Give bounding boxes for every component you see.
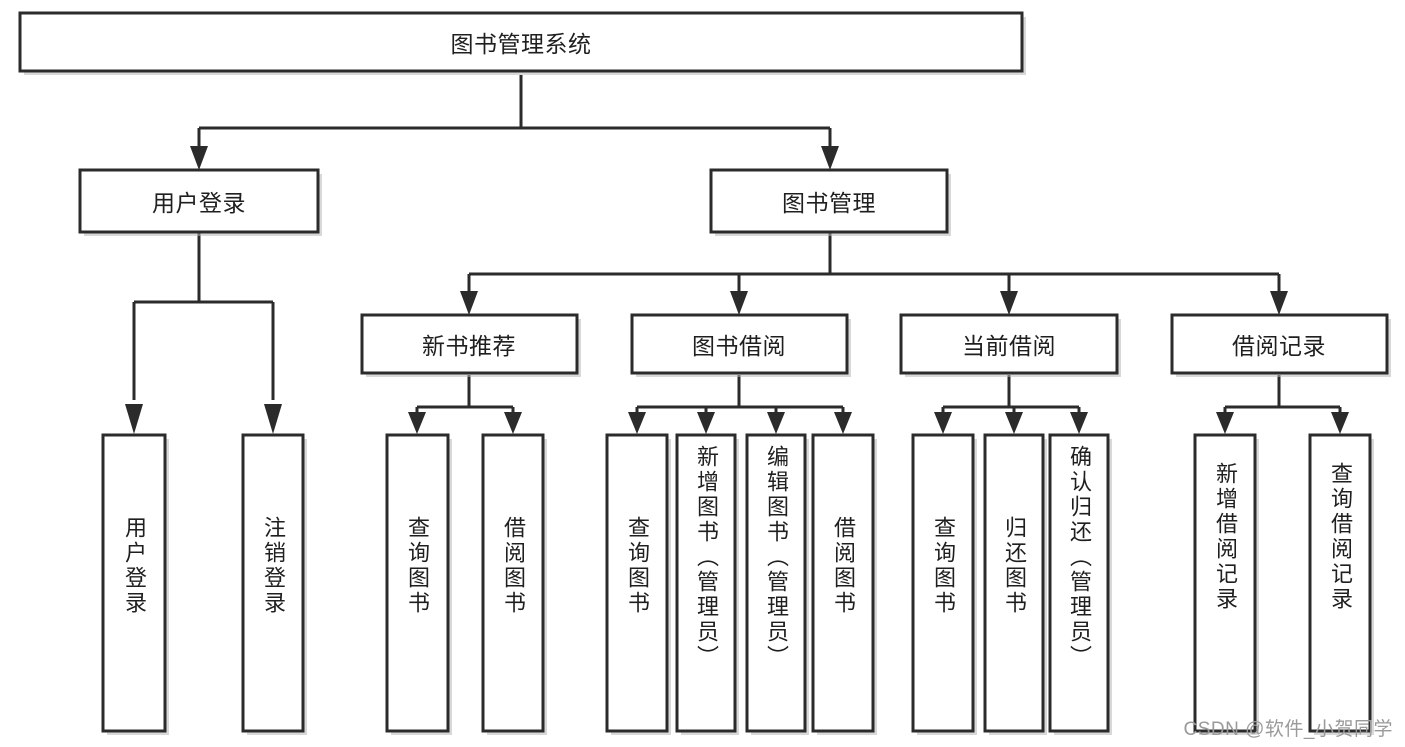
arrow-record-leaf-2 — [1331, 412, 1349, 434]
node-box-current-borrow[interactable] — [899, 313, 1119, 375]
node-box-leaf-query-book-1[interactable] — [385, 433, 450, 733]
arrow-new-book-leaf-2 — [504, 412, 522, 434]
node-box-leaf-confirm-return[interactable] — [1048, 433, 1110, 733]
node-box-leaf-query-book-2[interactable] — [605, 433, 669, 733]
arrow-user-login-leaf-1 — [125, 404, 143, 434]
arrow-root-to-user-login — [190, 146, 208, 170]
arrow-book-mgmt-to-record — [1270, 291, 1288, 315]
connector-layer — [125, 75, 1349, 434]
node-layer — [18, 11, 1391, 735]
arrow-book-mgmt-to-new-book — [460, 291, 478, 315]
node-box-leaf-add-record[interactable] — [1193, 433, 1257, 733]
arrow-user-login-leaf-2 — [264, 404, 282, 434]
node-box-leaf-query-record[interactable] — [1308, 433, 1372, 733]
node-box-user-login[interactable] — [78, 168, 320, 234]
node-box-leaf-edit-book[interactable] — [745, 433, 807, 733]
arrow-book-mgmt-to-borrow — [730, 291, 748, 315]
node-box-leaf-borrow-book-1[interactable] — [481, 433, 545, 733]
arrow-borrow-leaf-3 — [767, 412, 785, 434]
node-box-new-book-recommend[interactable] — [360, 313, 579, 375]
node-box-root[interactable] — [18, 11, 1024, 73]
node-box-borrow-record[interactable] — [1170, 313, 1389, 375]
node-box-book-mgmt[interactable] — [709, 168, 949, 234]
arrow-current-leaf-2 — [1005, 412, 1023, 434]
arrow-borrow-leaf-4 — [834, 412, 852, 434]
node-box-leaf-query-book-3[interactable] — [911, 433, 975, 733]
arrow-borrow-leaf-2 — [697, 412, 715, 434]
node-box-leaf-user-login[interactable] — [101, 433, 167, 733]
arrow-book-mgmt-to-current — [1000, 291, 1018, 315]
arrow-borrow-leaf-1 — [628, 412, 646, 434]
arrow-root-to-book-mgmt — [821, 146, 839, 170]
arrow-new-book-leaf-1 — [408, 412, 426, 434]
node-box-leaf-add-book[interactable] — [675, 433, 737, 733]
node-box-leaf-return-book[interactable] — [983, 433, 1045, 733]
node-box-leaf-logout[interactable] — [241, 433, 305, 733]
arrow-record-leaf-1 — [1216, 412, 1234, 434]
node-box-book-borrow[interactable] — [630, 313, 849, 375]
arrow-current-leaf-1 — [934, 412, 952, 434]
arrow-current-leaf-3 — [1070, 412, 1088, 434]
watermark: CSDN @软件_小贺同学 — [1183, 719, 1393, 740]
node-box-leaf-borrow-book-2[interactable] — [811, 433, 875, 733]
